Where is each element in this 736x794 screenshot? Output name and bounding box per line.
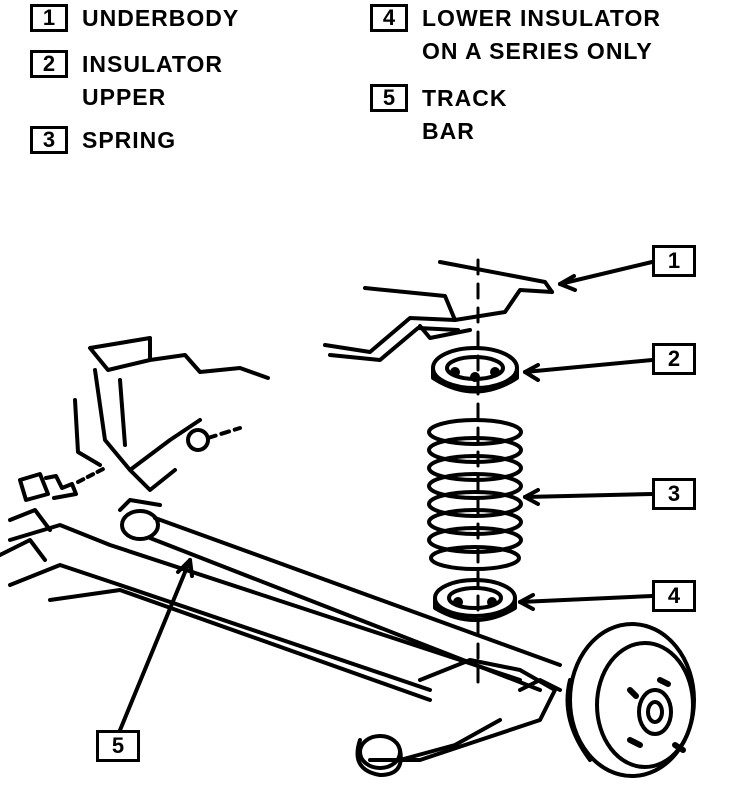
track-bar-bolt bbox=[18, 466, 107, 502]
legend-number-box: 3 bbox=[30, 126, 68, 154]
callout-box: 1 bbox=[652, 245, 696, 277]
leader-lines bbox=[116, 260, 654, 737]
legend-item-spring: 3 SPRING bbox=[30, 124, 176, 157]
legend-item-track-bar: 5 TRACK BAR bbox=[370, 82, 508, 148]
legend-item-insulator-upper: 2 INSULATOR UPPER bbox=[30, 48, 223, 114]
frame-bracket bbox=[73, 336, 270, 492]
legend-label: LOWER INSULATOR ON A SERIES ONLY bbox=[422, 5, 662, 64]
legend-item-lower-insulator: 4 LOWER INSULATOR ON A SERIES ONLY bbox=[370, 2, 661, 68]
track-bar bbox=[118, 498, 562, 692]
legend-number-box: 5 bbox=[370, 84, 408, 112]
legend-label: SPRING bbox=[82, 127, 177, 153]
brake-drum bbox=[565, 622, 696, 778]
upper-insulator-part bbox=[431, 346, 519, 394]
callout-box: 5 bbox=[96, 730, 140, 762]
legend-item-underbody: 1 UNDERBODY bbox=[30, 2, 239, 35]
lower-insulator-part bbox=[433, 578, 517, 622]
legend-number-box: 1 bbox=[30, 4, 68, 32]
underbody-part bbox=[323, 260, 554, 362]
legend-number-box: 2 bbox=[30, 50, 68, 78]
legend-label: TRACK BAR bbox=[422, 85, 508, 144]
callout-box: 4 bbox=[652, 580, 696, 612]
trailing-arm bbox=[355, 658, 562, 777]
callout-box: 3 bbox=[652, 478, 696, 510]
legend-label: INSULATOR UPPER bbox=[82, 51, 224, 110]
legend-number-box: 4 bbox=[370, 4, 408, 32]
callout-box: 2 bbox=[652, 343, 696, 375]
legend-label: UNDERBODY bbox=[82, 5, 240, 31]
coil-spring-part bbox=[427, 418, 523, 571]
